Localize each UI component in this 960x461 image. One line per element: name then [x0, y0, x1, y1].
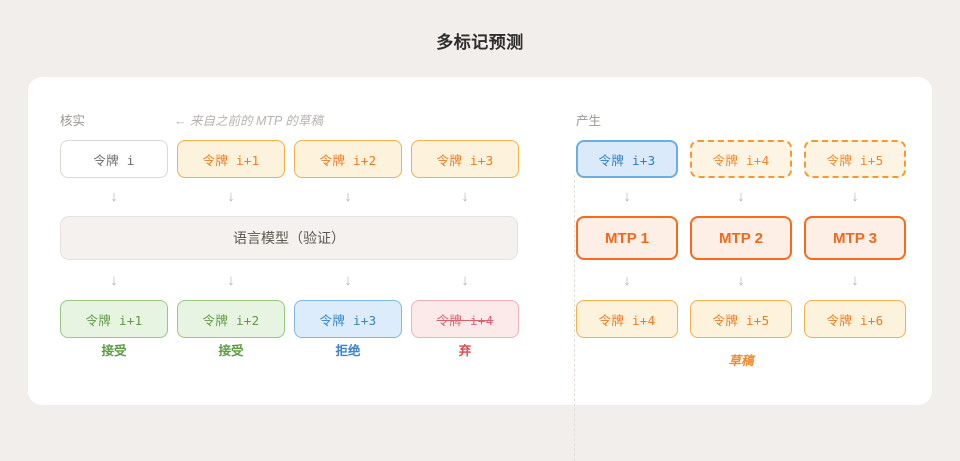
mtp-head-row: MTP 1 MTP 2 MTP 3 [576, 216, 906, 260]
down-arrow-icon: ↓ [737, 271, 745, 289]
mtp-cell: MTP 3 [804, 216, 906, 260]
down-arrow-icon: ↓ [227, 187, 235, 205]
down-arrow-icon: ↓ [110, 187, 118, 205]
mtp-head-2[interactable]: MTP 2 [690, 216, 792, 260]
status-badge-0: 接受 [101, 344, 127, 358]
generate-input-token-1[interactable]: 令牌 i+4 [690, 140, 792, 178]
down-arrow-icon: ↓ [344, 187, 352, 205]
token-cell: 令牌 i+3 拒绝 [294, 300, 402, 358]
language-model-box: 语言模型（验证） [60, 216, 518, 260]
generate-panel-header: 产生 [576, 110, 906, 132]
generate-input-token-2[interactable]: 令牌 i+5 [804, 140, 906, 178]
mtp-cell: MTP 2 [690, 216, 792, 260]
draft-token-0[interactable]: 令牌 i+4 [576, 300, 678, 338]
input-token-3[interactable]: 令牌 i+3 [411, 140, 519, 178]
output-token-2[interactable]: 令牌 i+3 [294, 300, 402, 338]
generate-panel-label: 产生 [576, 114, 602, 128]
token-cell: 令牌 i+1 接受 [60, 300, 168, 358]
status-badge-2: 拒绝 [335, 344, 361, 358]
input-token-0[interactable]: 令牌 i [60, 140, 168, 178]
token-cell: 令牌 i+3 [411, 140, 519, 178]
generate-arrow-row-top: ↓ ↓ ↓ [576, 186, 906, 206]
down-arrow-icon: ↓ [227, 271, 235, 289]
token-cell: 令牌 i+4 [690, 140, 792, 178]
draft-caption: 草稿 [728, 354, 754, 368]
verify-panel-header: 核实 ← 来自之前的 MTP 的草稿 [60, 110, 518, 132]
verify-arrow-row-bottom: ↓ ↓ ↓ ↓ [60, 270, 519, 290]
output-token-1[interactable]: 令牌 i+2 [177, 300, 285, 338]
token-cell: 令牌 i+4 [576, 300, 678, 338]
draft-token-row: 令牌 i+4 令牌 i+5 令牌 i+6 [576, 300, 906, 338]
down-arrow-icon: ↓ [461, 271, 469, 289]
token-cell: 令牌 i+4 弃 [411, 300, 519, 358]
down-arrow-icon: ↓ [344, 271, 352, 289]
token-cell: 令牌 i+2 接受 [177, 300, 285, 358]
input-token-1[interactable]: 令牌 i+1 [177, 140, 285, 178]
mtp-head-1[interactable]: MTP 1 [576, 216, 678, 260]
down-arrow-icon: ↓ [623, 187, 631, 205]
verify-output-token-row: 令牌 i+1 接受 令牌 i+2 接受 令牌 i+3 拒绝 令牌 i+4 弃 [60, 300, 519, 358]
draft-token-1[interactable]: 令牌 i+5 [690, 300, 792, 338]
generate-panel: 产生 令牌 i+3 令牌 i+4 令牌 i+5 ↓ ↓ ↓ MTP 1 MTP … [576, 110, 906, 368]
token-cell: 令牌 i+1 [177, 140, 285, 178]
output-token-3[interactable]: 令牌 i+4 [411, 300, 519, 338]
token-cell: 令牌 i [60, 140, 168, 178]
page-title: 多标记预测 [436, 33, 524, 52]
discarded-token-text: 令牌 i+4 [436, 312, 494, 328]
draft-token-2[interactable]: 令牌 i+6 [804, 300, 906, 338]
input-token-2[interactable]: 令牌 i+2 [294, 140, 402, 178]
token-cell: 令牌 i+5 [690, 300, 792, 338]
diagram-page: 多标记预测 核实 ← 来自之前的 MTP 的草稿 令牌 i 令牌 i+1 令牌 … [28, 33, 932, 461]
down-arrow-icon: ↓ [851, 187, 859, 205]
token-cell: 令牌 i+5 [804, 140, 906, 178]
verify-panel-label: 核实 [60, 114, 86, 128]
token-cell: 令牌 i+2 [294, 140, 402, 178]
token-cell: 令牌 i+3 [576, 140, 678, 178]
down-arrow-icon: ↓ [110, 271, 118, 289]
mtp-head-3[interactable]: MTP 3 [804, 216, 906, 260]
mtp-cell: MTP 1 [576, 216, 678, 260]
status-badge-3: 弃 [458, 344, 472, 358]
down-arrow-icon: ↓ [851, 271, 859, 289]
verify-panel: 核实 ← 来自之前的 MTP 的草稿 令牌 i 令牌 i+1 令牌 i+2 令牌… [60, 110, 519, 357]
down-arrow-icon: ↓ [623, 271, 631, 289]
status-badge-1: 接受 [218, 344, 244, 358]
panel-divider [574, 175, 575, 461]
generate-arrow-row-bottom: ↓ ↓ ↓ [576, 270, 906, 290]
token-cell: 令牌 i+6 [804, 300, 906, 338]
generate-input-token-0[interactable]: 令牌 i+3 [576, 140, 678, 178]
down-arrow-icon: ↓ [461, 187, 469, 205]
verify-panel-note: ← 来自之前的 MTP 的草稿 [174, 114, 323, 128]
down-arrow-icon: ↓ [737, 187, 745, 205]
verify-arrow-row-top: ↓ ↓ ↓ ↓ [60, 186, 519, 206]
verify-input-token-row: 令牌 i 令牌 i+1 令牌 i+2 令牌 i+3 [60, 140, 519, 178]
output-token-0[interactable]: 令牌 i+1 [60, 300, 168, 338]
generate-input-token-row: 令牌 i+3 令牌 i+4 令牌 i+5 [576, 140, 906, 178]
